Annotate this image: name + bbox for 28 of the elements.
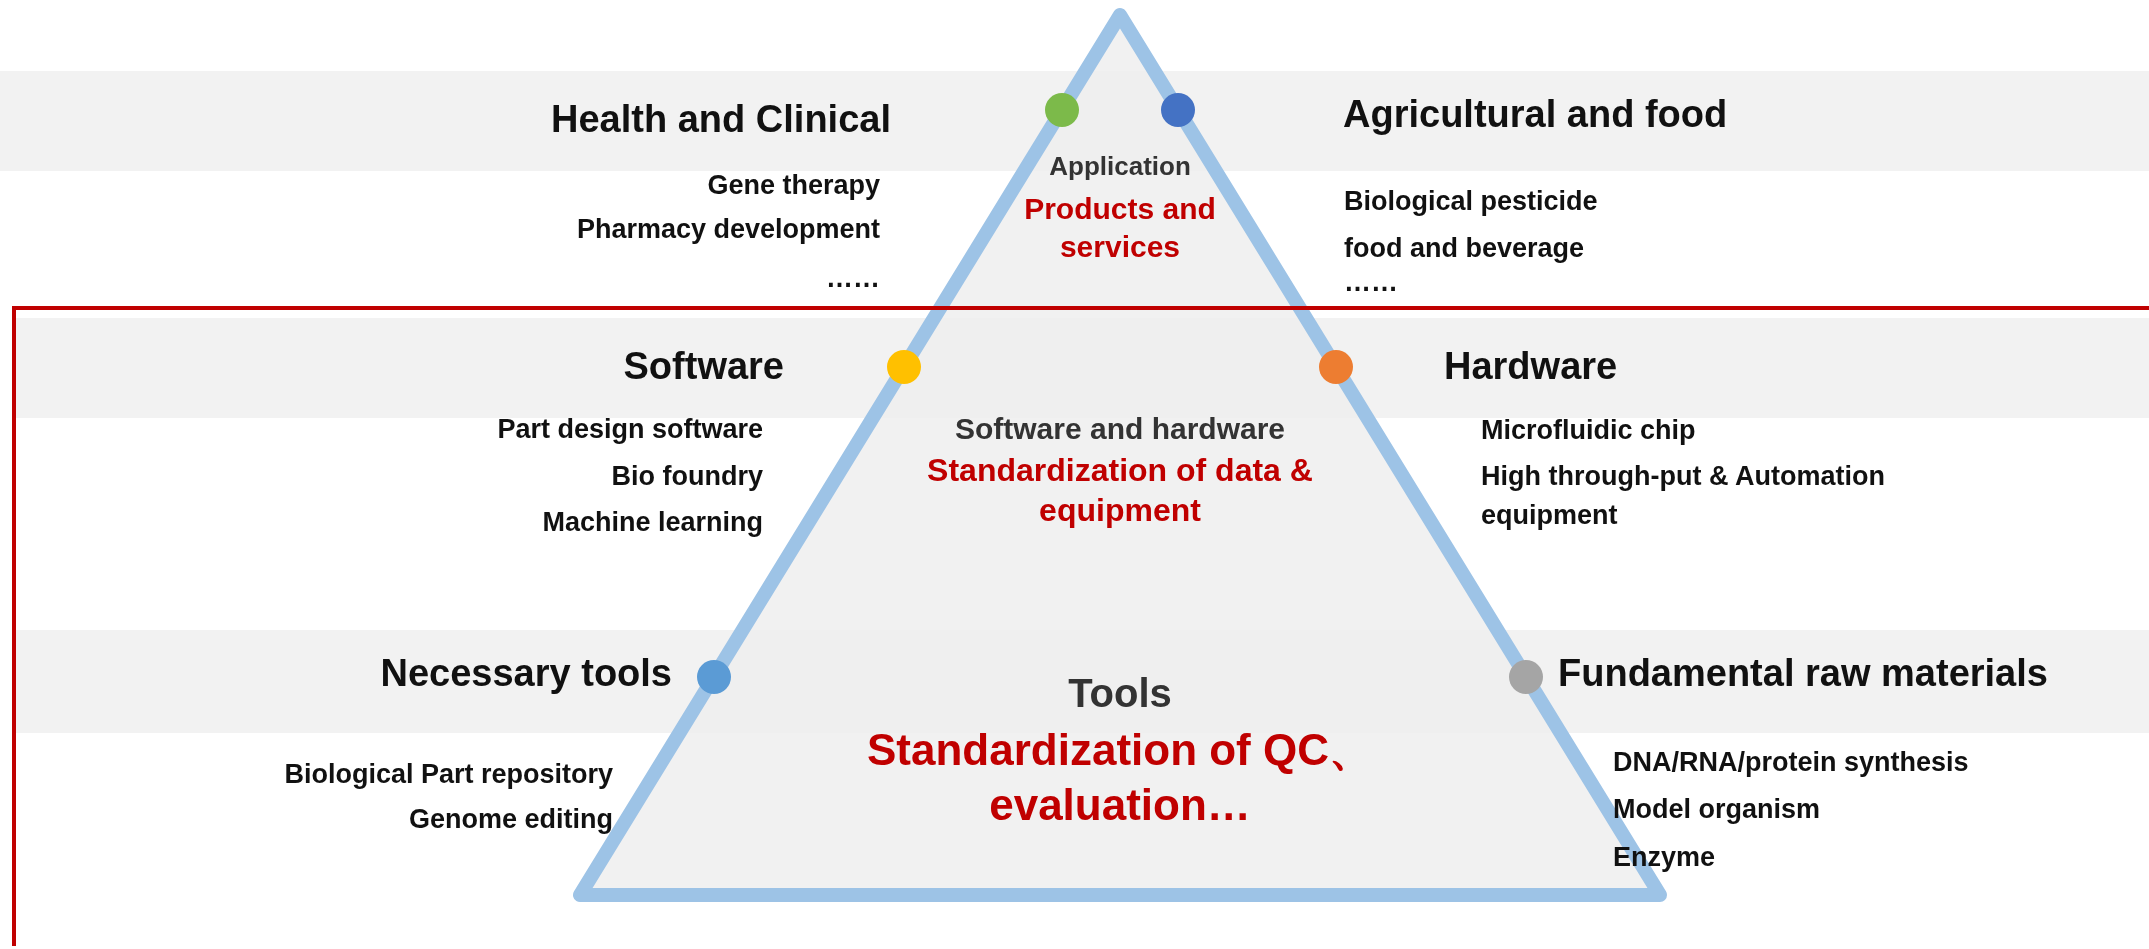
list-item: Gene therapy	[707, 168, 880, 202]
list-item: Biological Part repository	[284, 757, 613, 791]
category-heading: Health and Clinical	[551, 96, 891, 142]
tier-title: Software and hardware	[953, 411, 1287, 447]
list-item: ……	[1344, 265, 1398, 299]
category-heading: Software	[623, 343, 784, 389]
list-item: DNA/RNA/protein synthesis	[1613, 745, 1969, 779]
list-item: Enzyme	[1613, 840, 1716, 874]
category-heading: Necessary tools	[380, 650, 672, 696]
list-item: ……	[826, 261, 880, 295]
tier-title: Application	[1048, 150, 1192, 183]
list-item: Genome editing	[408, 802, 613, 836]
list-item: High through-put & Automation equipment	[1481, 459, 1886, 532]
category-heading: Agricultural and food	[1343, 91, 1728, 137]
list-item: Biological pesticide	[1344, 184, 1598, 218]
list-item: Microfluidic chip	[1481, 413, 1696, 447]
category-heading: Fundamental raw materials	[1558, 650, 2048, 696]
list-item: Part design software	[497, 412, 763, 446]
tier-subtitle: Products and services	[1023, 191, 1217, 265]
list-item: Machine learning	[542, 505, 763, 539]
list-item: food and beverage	[1344, 231, 1585, 265]
list-item: Model organism	[1613, 792, 1821, 826]
tier-subtitle: Standardization of QC、 evaluation…	[866, 724, 1374, 831]
category-heading: Hardware	[1444, 343, 1618, 389]
tier-title: Tools	[1067, 670, 1173, 717]
tier-subtitle: Standardization of data & equipment	[926, 451, 1314, 530]
list-item: Bio foundry	[611, 459, 763, 493]
list-item: Pharmacy development	[576, 212, 880, 246]
